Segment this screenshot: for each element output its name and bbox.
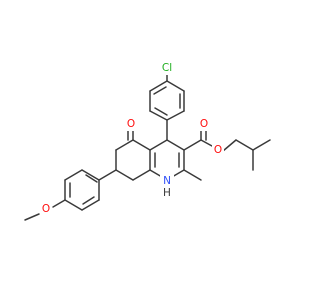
ester-group <box>183 130 271 171</box>
ester-carbonyl-oxygen-label: O <box>200 118 208 130</box>
methoxy-oxygen-label: O <box>42 203 50 215</box>
ester-ether-oxygen-label: O <box>214 144 222 156</box>
methoxyphenyl-ring <box>24 169 117 221</box>
chlorine-label: Cl <box>162 62 172 74</box>
nitrogen-hydrogen-label: H <box>163 187 171 199</box>
structure-svg: Cl O O O N H O <box>24 62 271 221</box>
chlorophenyl-ring <box>149 80 185 121</box>
ketone-oxygen-label: O <box>127 118 135 130</box>
nitrogen-label: N <box>163 175 171 187</box>
methyl-bond <box>183 169 202 181</box>
molecule-diagram: Cl O O O N H O <box>24 62 271 221</box>
